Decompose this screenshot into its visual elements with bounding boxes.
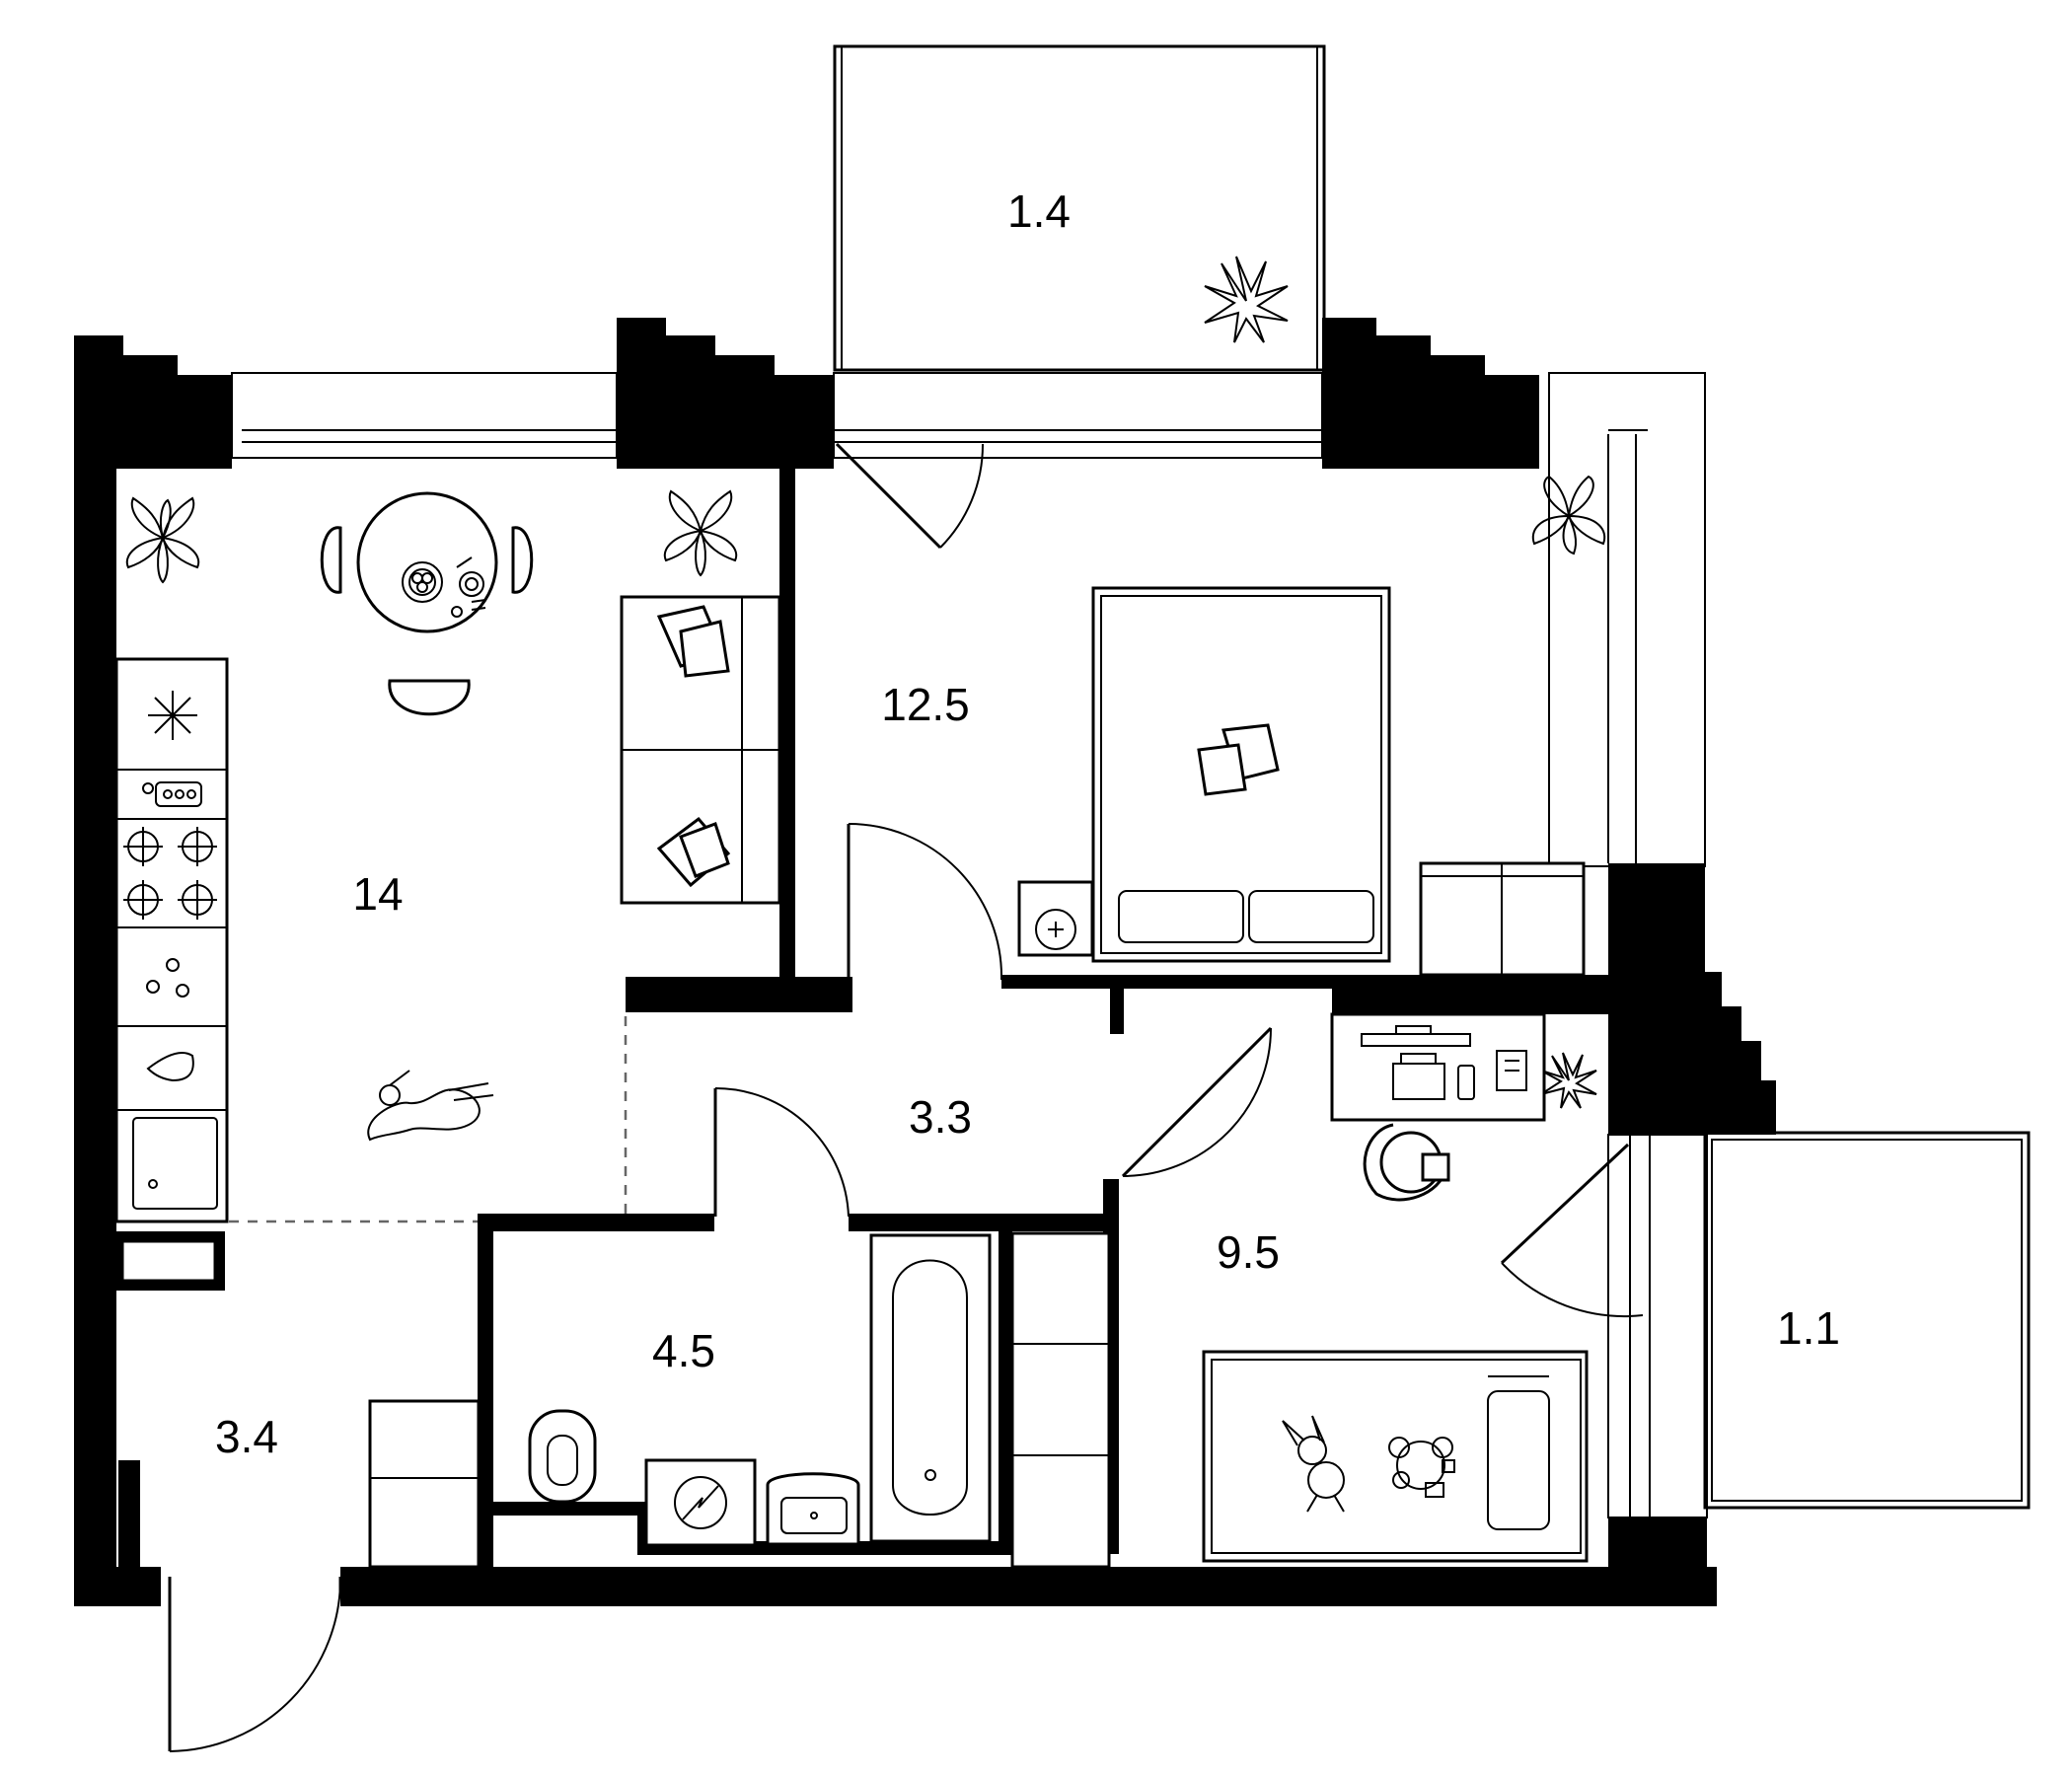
- bathtub-icon: [869, 1233, 992, 1543]
- door-icon: [168, 1576, 342, 1752]
- bed-icon: [1091, 586, 1391, 963]
- room-area-bathroom: 4.5: [652, 1325, 715, 1376]
- office-chair-icon: [1363, 1123, 1450, 1202]
- sink-icon: [132, 1117, 218, 1210]
- water-drop-icon: [146, 1052, 194, 1082]
- room-area-kids-room: 9.5: [1217, 1226, 1280, 1278]
- stove-icon: [123, 827, 217, 920]
- balcony-right: [1703, 1131, 2031, 1510]
- sink-icon: [766, 1472, 860, 1546]
- toilet-icon: [528, 1409, 597, 1504]
- desk-icon: [1330, 1012, 1546, 1122]
- sofa-icon: [620, 595, 781, 905]
- plant-icon: [1540, 1052, 1597, 1109]
- pillow-icon: [656, 816, 731, 888]
- room-area-kitchen-living: 14: [352, 868, 403, 920]
- wardrobe-icon: [1010, 1231, 1111, 1569]
- room-area-bedroom: 12.5: [881, 679, 970, 730]
- balcony-top: [833, 44, 1326, 372]
- room-area-entrance: 3.4: [215, 1411, 278, 1462]
- door-icon: [1121, 1026, 1273, 1178]
- pillow-icon: [656, 605, 730, 678]
- room-labels: 1.4 14 12.5 3.3 4.5 3.4 9.5 1.1: [215, 185, 1840, 1462]
- pillow-icon: [1197, 723, 1280, 796]
- cutting-board-icon: [142, 781, 202, 807]
- plant-icon: [663, 489, 738, 577]
- zone-divider: [229, 1016, 628, 1223]
- kitchen-counter: [114, 657, 229, 1223]
- door-icon: [1500, 1143, 1644, 1318]
- wardrobe-icon: [1419, 861, 1586, 977]
- door-icon: [835, 442, 985, 550]
- water-heater-icon: [644, 1458, 757, 1547]
- fridge-icon: [148, 691, 197, 740]
- door-icon: [847, 823, 1003, 981]
- room-area-balcony-right: 1.1: [1777, 1302, 1840, 1354]
- cat-icon: [367, 1070, 494, 1142]
- washing-machine-icon: [1017, 880, 1094, 957]
- toy-bear-icon: [1388, 1437, 1455, 1498]
- doors: [168, 442, 1644, 1752]
- room-area-hallway: 3.3: [909, 1091, 972, 1143]
- plant-icon: [125, 496, 200, 584]
- walls: [74, 318, 1776, 1606]
- plant-icon: [1531, 475, 1606, 555]
- plant-icon: [1204, 256, 1289, 343]
- wardrobe-icon: [368, 1399, 481, 1569]
- dining-table-icon: [320, 491, 534, 716]
- room-area-balcony-top: 1.4: [1007, 185, 1071, 237]
- toy-bunny-icon: [1282, 1415, 1345, 1513]
- fruit-icon: [146, 958, 189, 998]
- door-icon: [713, 1087, 850, 1218]
